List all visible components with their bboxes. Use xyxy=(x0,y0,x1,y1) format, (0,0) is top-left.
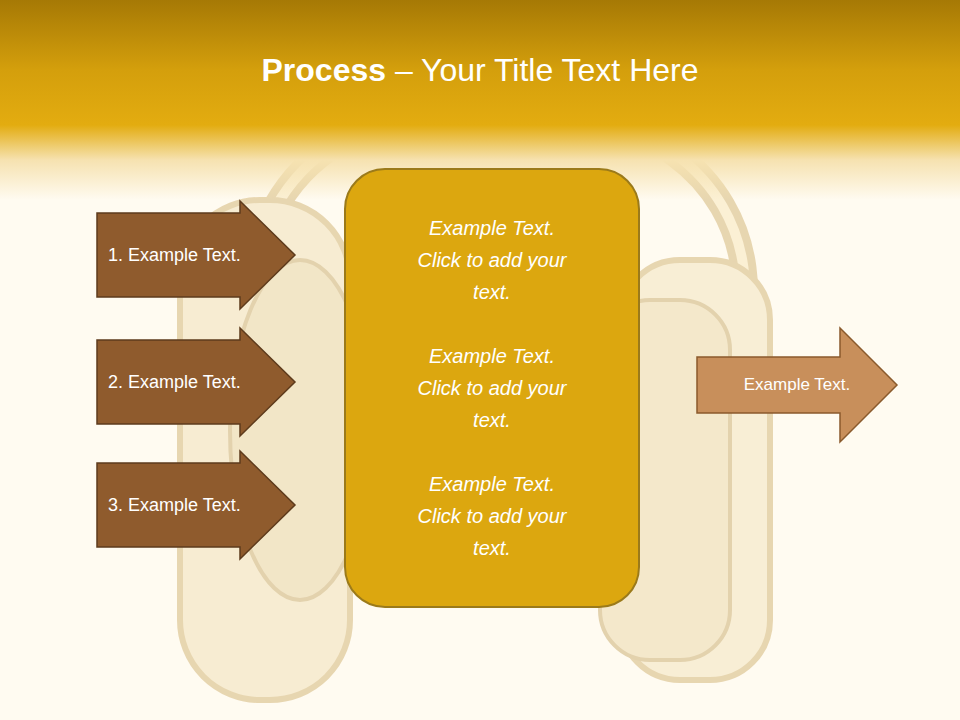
arrow-fill xyxy=(697,328,897,442)
input-arrow: 2. Example Text. xyxy=(96,327,296,437)
process-box: Example Text. Click to add your text. Exa… xyxy=(344,168,640,608)
headphone-illustration xyxy=(180,120,770,700)
arrow-label: 3. Example Text. xyxy=(108,495,241,516)
slide-title: Process – Your Title Text Here xyxy=(0,52,960,89)
arrow-fill xyxy=(97,201,295,309)
output-arrow: Example Text. xyxy=(696,327,898,443)
input-arrow: 1. Example Text. xyxy=(96,200,296,310)
title-regular: – Your Title Text Here xyxy=(386,52,698,88)
arrow-label: 2. Example Text. xyxy=(108,372,241,393)
body-text: Example Text. Click to add your text. xyxy=(417,340,567,436)
arrow-label: Example Text. xyxy=(744,375,850,395)
body-text: Example Text. Click to add your text. xyxy=(417,212,567,308)
arrow-label: 1. Example Text. xyxy=(108,245,241,266)
arrow-fill xyxy=(97,451,295,559)
title-bold: Process xyxy=(261,52,386,88)
input-arrow: 3. Example Text. xyxy=(96,450,296,560)
box-fill xyxy=(345,169,639,607)
arrow-fill xyxy=(97,328,295,436)
body-text: Example Text. Click to add your text. xyxy=(417,468,567,564)
